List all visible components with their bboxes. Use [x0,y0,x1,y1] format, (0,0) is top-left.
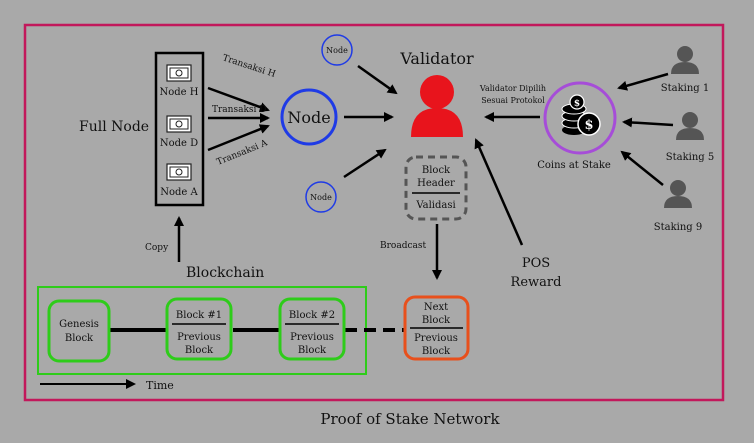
staker-5-icon [676,112,704,140]
block-header-line1: Block [422,165,451,176]
reward-arrow [474,138,524,246]
next-block-prev-line1: Previous [414,333,458,344]
block-1-title: Block #1 [176,310,222,321]
block-1-prev-line2: Block [185,345,214,356]
reward-line1: POS [522,256,550,271]
svg-text:$: $ [584,118,593,133]
genesis-line2: Block [65,333,94,344]
small-node-top [321,34,353,66]
transaction-h-label: Transaksi H [221,53,277,80]
node-d-label: Node D [160,138,198,149]
small-node-bottom-arrow [343,148,387,179]
transaction-h-arrow [207,86,270,112]
node-d-icon [166,115,192,133]
validator-person-icon [411,75,463,137]
genesis-line1: Genesis [59,319,99,330]
central-node [280,88,338,146]
broadcast-label: Broadcast [380,241,426,251]
small-node-top-label: Node [326,46,348,55]
small-node-bottom [305,181,337,213]
blockchain-label: Blockchain [186,265,264,281]
block-2-title: Block #2 [289,310,335,321]
block-2-prev-line2: Block [298,345,327,356]
diagram-title: Proof of Stake Network [320,410,500,428]
block-header-box [404,155,468,221]
block-2-prev-line1: Previous [290,332,334,343]
staker-1-icon [671,46,699,74]
block-2 [278,297,346,361]
staker-5-label: Staking 5 [666,152,714,163]
staker-9-arrow [620,150,664,186]
coins-label: Coins at Stake [537,160,611,171]
node-a-label: Node A [160,187,198,198]
small-node-top-arrow [357,64,398,95]
copy-label: Copy [145,243,169,253]
staker-5-arrow [622,117,674,128]
block-1 [165,297,233,361]
central-node-label: Node [287,108,330,127]
genesis-block [47,299,111,363]
transaction-a-arrow [207,124,270,152]
node-a-icon [166,163,192,181]
block-header-line2: Header [417,178,455,189]
validator-label: Validator [399,49,474,68]
staker-1-arrow [617,72,669,91]
node-h-label: Node H [160,87,199,98]
staker-1-label: Staking 1 [661,83,709,94]
time-label: Time [146,379,174,392]
transaction-d-label: Transaksi D [212,105,266,115]
reward-line2: Reward [511,275,562,290]
block-header-validation: Validasi [415,200,455,211]
block-1-prev-line1: Previous [177,332,221,343]
svg-text:$: $ [574,99,580,109]
node-h-icon [166,64,192,82]
next-block-line1: Next [424,302,448,313]
validator-selection-line1: Validator Dipilih [479,84,546,93]
staker-9-icon [664,180,692,208]
small-node-bottom-label: Node [310,193,332,202]
next-block-prev-line2: Block [422,346,451,357]
full-node-label: Full Node [79,119,149,135]
next-block-line2: Block [422,315,451,326]
validator-selection-line2: Sesuai Protokol [481,96,545,105]
staker-9-label: Staking 9 [654,222,702,233]
network-frame [23,23,725,402]
coins-stack-icon: $ $ [561,94,601,136]
